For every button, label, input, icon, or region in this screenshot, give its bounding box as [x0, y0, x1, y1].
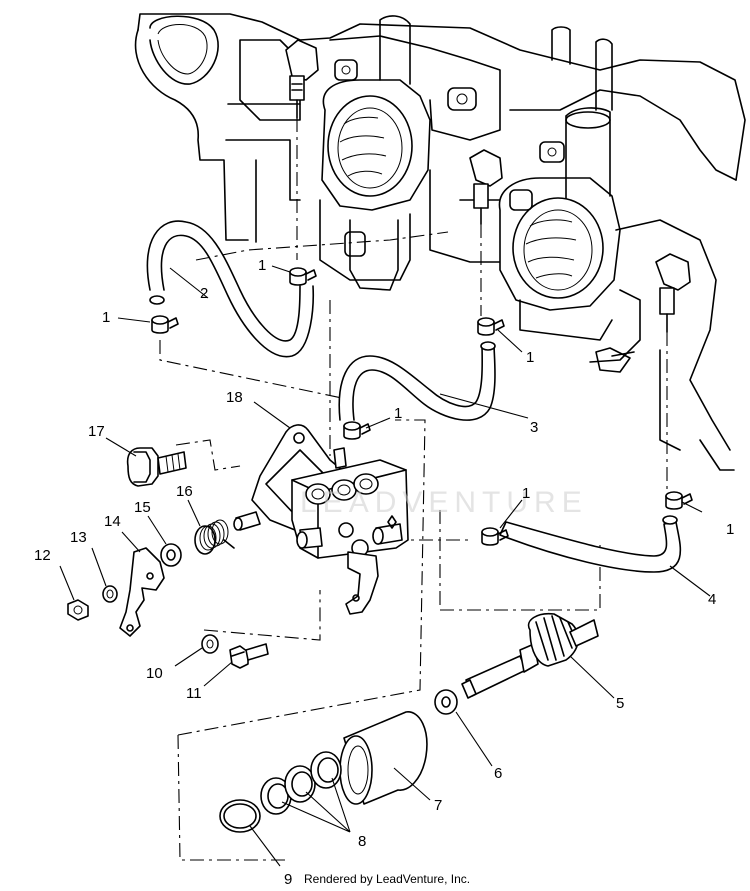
callout-labels: 1 1 1 1 1 1 2 3 4 5 6 7 8 9 10 11 12 13 …	[34, 257, 734, 888]
oil-pump-assembly	[233, 424, 409, 615]
lock-washer-13	[102, 585, 118, 603]
callout-1: 1	[522, 485, 530, 502]
bolt-17	[126, 447, 187, 487]
washer-6	[434, 689, 458, 715]
callout-2: 2	[200, 285, 208, 302]
bushing-7	[339, 711, 428, 805]
callout-3: 3	[530, 419, 538, 436]
callout-1: 1	[102, 309, 110, 326]
callout-12: 12	[34, 547, 51, 564]
hose-clamp	[289, 267, 317, 286]
hose-clamp	[343, 421, 371, 440]
seals-8	[260, 751, 342, 815]
hose-clamp	[477, 317, 505, 336]
callout-9: 9	[284, 871, 292, 888]
callout-14: 14	[104, 513, 121, 530]
engine-block	[134, 13, 746, 471]
watermark: LEADVENTURE	[300, 486, 588, 519]
callout-11: 11	[186, 685, 202, 702]
hose-4	[499, 515, 682, 573]
callout-5: 5	[616, 695, 624, 712]
hose-clamp	[665, 491, 693, 510]
render-credit: Rendered by LeadVenture, Inc.	[304, 872, 471, 886]
callout-18: 18	[226, 389, 243, 406]
callout-1: 1	[394, 405, 402, 422]
spring-16	[194, 519, 235, 555]
callout-1: 1	[526, 349, 534, 366]
callout-1: 1	[726, 521, 734, 538]
elbow-fitting-center	[469, 149, 503, 225]
elbow-fitting-right	[655, 253, 691, 333]
o-ring-9	[219, 799, 261, 833]
callout-15: 15	[134, 499, 151, 516]
callout-10: 10	[146, 665, 163, 682]
hose-clamp	[151, 315, 179, 334]
callout-1: 1	[258, 257, 266, 274]
hose-2	[146, 220, 314, 358]
callout-6: 6	[494, 765, 502, 782]
callout-4: 4	[708, 591, 716, 608]
lever-14	[119, 547, 165, 637]
screw-11	[229, 643, 269, 669]
washer-15	[160, 543, 182, 567]
hose-clamp	[481, 527, 509, 546]
callout-7: 7	[434, 797, 442, 814]
callout-13: 13	[70, 529, 87, 546]
drive-gear-5	[461, 612, 599, 699]
hose-clamps	[151, 267, 693, 546]
washer-10	[201, 634, 219, 654]
nut-12	[67, 599, 89, 621]
elbow-fitting-left	[285, 39, 319, 119]
leader-lines	[59, 265, 711, 867]
callout-16: 16	[176, 483, 193, 500]
callout-8: 8	[358, 833, 366, 850]
callout-17: 17	[88, 423, 105, 440]
block-fittings	[285, 39, 691, 333]
hose-3	[338, 341, 496, 421]
